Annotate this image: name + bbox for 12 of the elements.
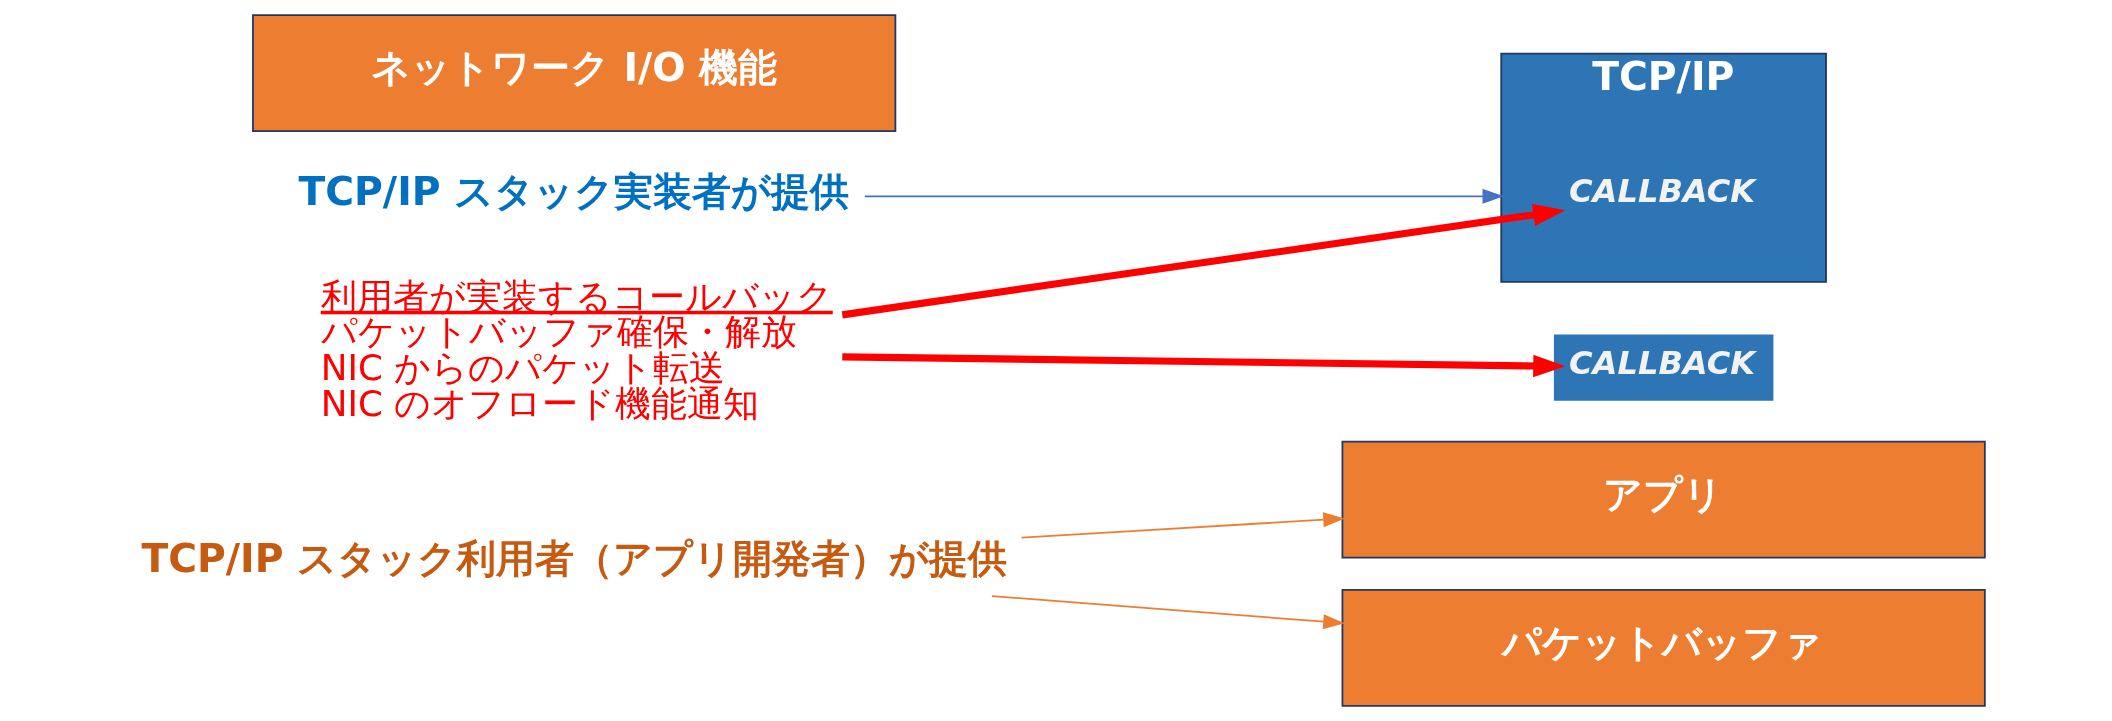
node-box: パケットバッファ xyxy=(1341,588,1986,707)
node-box: CALLBACK xyxy=(1553,334,1774,401)
arrow xyxy=(1020,512,1345,539)
node-box: アプリ xyxy=(1341,440,1986,559)
arrow xyxy=(991,595,1345,630)
node-text: CALLBACK xyxy=(1569,172,1756,211)
node-text: TCP/IP スタック実装者が提供 xyxy=(298,168,850,214)
arrow xyxy=(863,188,1504,204)
node-text: TCP/IP スタック利用者（アプリ開発者）が提供 xyxy=(141,536,1008,582)
arrow xyxy=(841,203,1566,319)
node-text: 利用者が実装するコールバック パケットバッファ確保・解放 NIC からのパケット転送 NIC のオフロード機能通知 xyxy=(320,275,833,424)
node-box: ネットワーク I/O 機能 xyxy=(252,14,897,133)
